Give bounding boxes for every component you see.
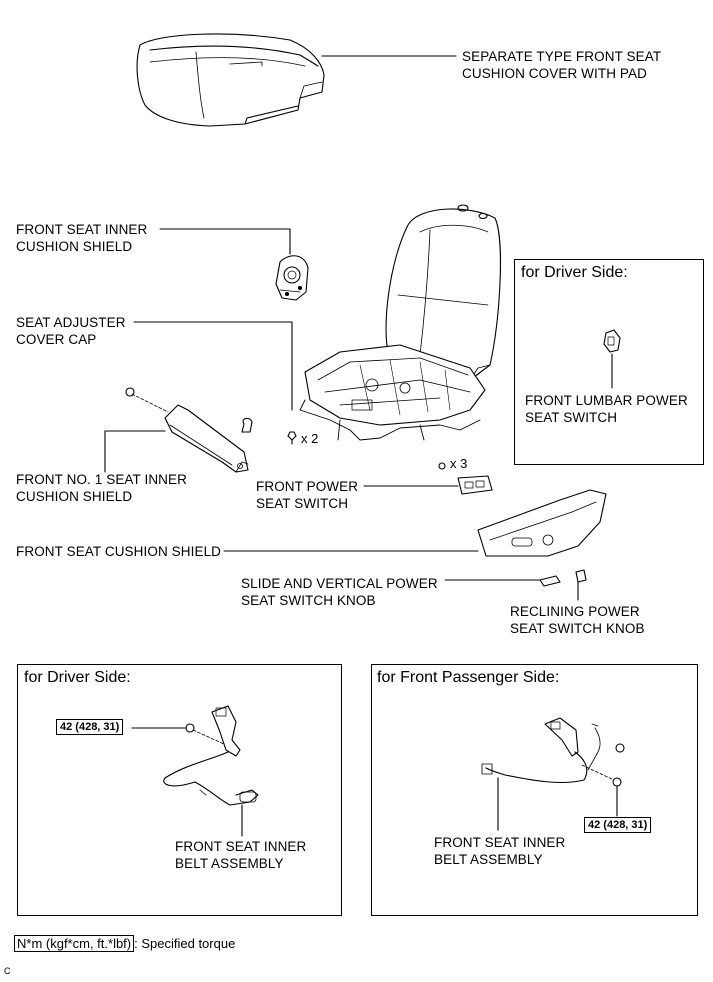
passenger-belt-box [371, 664, 698, 916]
label-adjuster-cap: SEAT ADJUSTER COVER CAP [16, 315, 126, 347]
legend-text: : Specified torque [134, 936, 236, 951]
label-recline-knob: RECLINING POWER SEAT SWITCH KNOB [510, 604, 645, 636]
corner-code: C [4, 966, 11, 976]
driver-belt-box [17, 664, 342, 916]
lumbar-switch-drawing [603, 329, 621, 353]
cushion-cover-drawing [136, 33, 325, 127]
driver-box-title: for Driver Side: [24, 669, 131, 686]
label-no1-inner-shield: FRONT NO. 1 SEAT INNER CUSHION SHIELD [16, 472, 187, 504]
label-lumbar-switch: FRONT LUMBAR POWER SEAT SWITCH [525, 393, 688, 425]
power-switch-drawing [457, 475, 493, 495]
torque-passenger: 42 (428, 31) [584, 817, 652, 833]
lumbar-box-title: for Driver Side: [521, 264, 628, 281]
seat-back-drawing [385, 204, 502, 381]
passenger-box-title: for Front Passenger Side: [377, 669, 560, 686]
inner-cushion-shield-drawing [275, 255, 309, 301]
legend: N*m (kgf*cm, ft.*lbf): Specified torque [14, 935, 236, 952]
label-inner-cushion-shield: FRONT SEAT INNER CUSHION SHIELD [16, 222, 148, 254]
label-slide-knob: SLIDE AND VERTICAL POWER SEAT SWITCH KNO… [241, 576, 438, 608]
driver-belt-drawing [163, 705, 259, 806]
legend-unit-box: N*m (kgf*cm, ft.*lbf) [14, 935, 135, 952]
lumbar-detail-box [514, 259, 704, 465]
label-cushion-shield: FRONT SEAT CUSHION SHIELD [16, 544, 222, 559]
label-cushion-cover: SEPARATE TYPE FRONT SEAT CUSHION COVER W… [462, 49, 662, 81]
passenger-belt-drawing [481, 717, 601, 784]
cushion-shield-drawing [477, 489, 607, 557]
label-belt-passenger: FRONT SEAT INNER BELT ASSEMBLY [434, 835, 566, 867]
seat-frame-drawing [299, 344, 486, 441]
qty-switch-screws: x 3 [450, 456, 468, 471]
no1-inner-shield-drawing [164, 404, 249, 473]
qty-cap: x 2 [301, 431, 319, 446]
torque-driver: 42 (428, 31) [56, 719, 124, 735]
label-power-switch: FRONT POWER SEAT SWITCH [256, 479, 359, 511]
label-belt-driver: FRONT SEAT INNER BELT ASSEMBLY [175, 839, 307, 871]
